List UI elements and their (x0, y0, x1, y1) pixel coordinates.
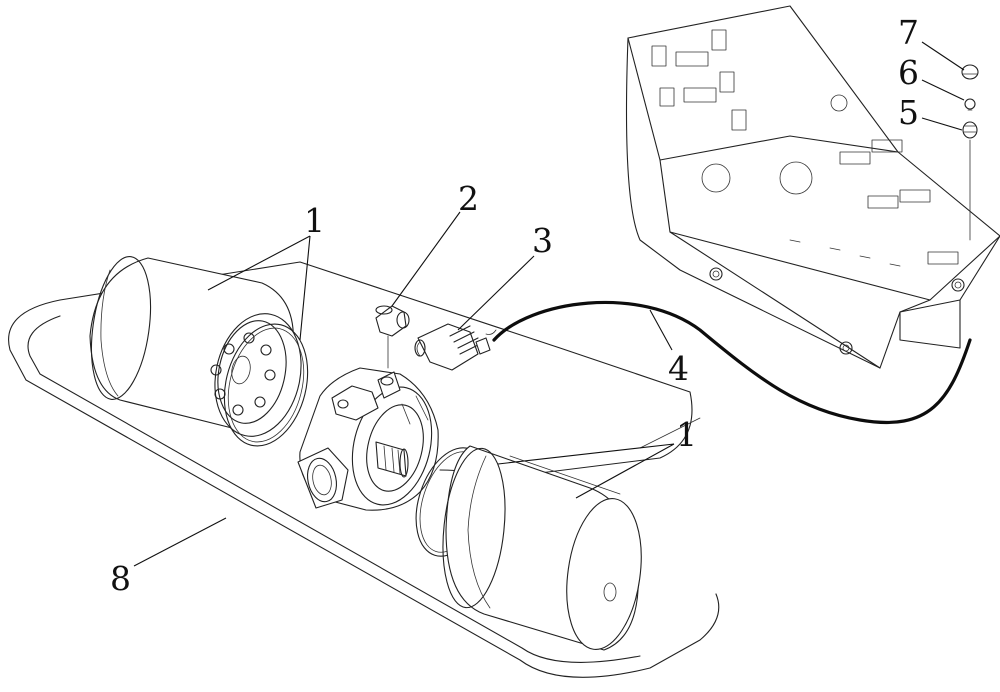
leader-line-8 (133, 517, 227, 567)
leader-line-1b (497, 443, 675, 499)
leader-line-3 (457, 255, 535, 331)
lamp-bulb (964, 98, 976, 111)
gasket-ring-left (223, 323, 309, 447)
leader-line-6 (921, 79, 965, 101)
leader-line-1a (207, 235, 311, 341)
leader-line-5 (921, 117, 963, 131)
leader-line-4 (649, 309, 673, 351)
callout-5: 5 (898, 93, 919, 132)
harness-cable (492, 300, 972, 425)
callout-6: 6 (898, 53, 919, 92)
callout-1-right: 1 (676, 415, 697, 454)
lamp-lens-cap (961, 64, 979, 80)
pressure-switch (414, 323, 491, 371)
filter-canister-right (442, 445, 642, 651)
callout-4: 4 (668, 349, 689, 388)
lamp-holder (962, 121, 978, 241)
filter-canister-left (89, 256, 302, 437)
control-panel-housing (625, 5, 1000, 369)
callout-3: 3 (532, 221, 553, 260)
filter-head-manifold (297, 367, 439, 511)
callout-1-left: 1 (304, 201, 325, 240)
leader-line-7 (921, 41, 965, 71)
callout-8: 8 (110, 559, 131, 598)
leader-line-2 (391, 211, 461, 307)
callout-7: 7 (898, 13, 919, 52)
callout-2: 2 (458, 179, 479, 218)
elbow-fitting (375, 305, 410, 369)
